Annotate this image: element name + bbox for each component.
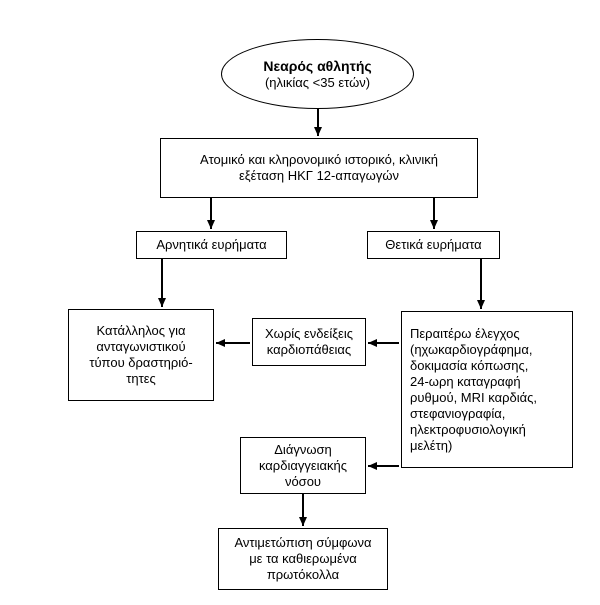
positive-findings-text: Θετικά ευρήματα [385,237,482,252]
further-tests-text: Περαιτέρω έλεγχος (ηχωκαρδιογράφημα, δοκ… [410,325,537,453]
start-subtitle: (ηλικίας <35 ετών) [264,75,371,90]
positive-findings-node: Θετικά ευρήματα [367,231,500,259]
further-tests-node: Περαιτέρω έλεγχος (ηχωκαρδιογράφημα, δοκ… [401,311,573,468]
start-title: Νεαρός αθλητής [263,58,372,74]
start-node: Νεαρός αθλητής (ηλικίας <35 ετών) [221,39,414,109]
negative-findings-text: Αρνητικά ευρήματα [156,237,267,252]
history-text: Ατομικό και κληρονομικό ιστορικό, κλινικ… [199,152,439,183]
diagnosis-text: Διάγνωση καρδιαγγειακής νόσου [258,441,348,489]
no-evidence-text: Χωρίς ενδείξεις καρδιοπάθειας [265,326,353,357]
treatment-node: Αντιμετώπιση σύμφωνα με τα καθιερωμένα π… [218,528,388,590]
history-node: Ατομικό και κληρονομικό ιστορικό, κλινικ… [160,138,478,198]
treatment-text: Αντιμετώπιση σύμφωνα με τα καθιερωμένα π… [234,535,372,582]
suitable-text: Κατάλληλος για ανταγωνιστικού τύπου δρασ… [89,323,193,386]
diagnosis-node: Διάγνωση καρδιαγγειακής νόσου [240,437,366,494]
negative-findings-node: Αρνητικά ευρήματα [136,231,287,259]
no-evidence-node: Χωρίς ενδείξεις καρδιοπάθειας [252,318,366,366]
suitable-node: Κατάλληλος για ανταγωνιστικού τύπου δρασ… [68,309,214,401]
